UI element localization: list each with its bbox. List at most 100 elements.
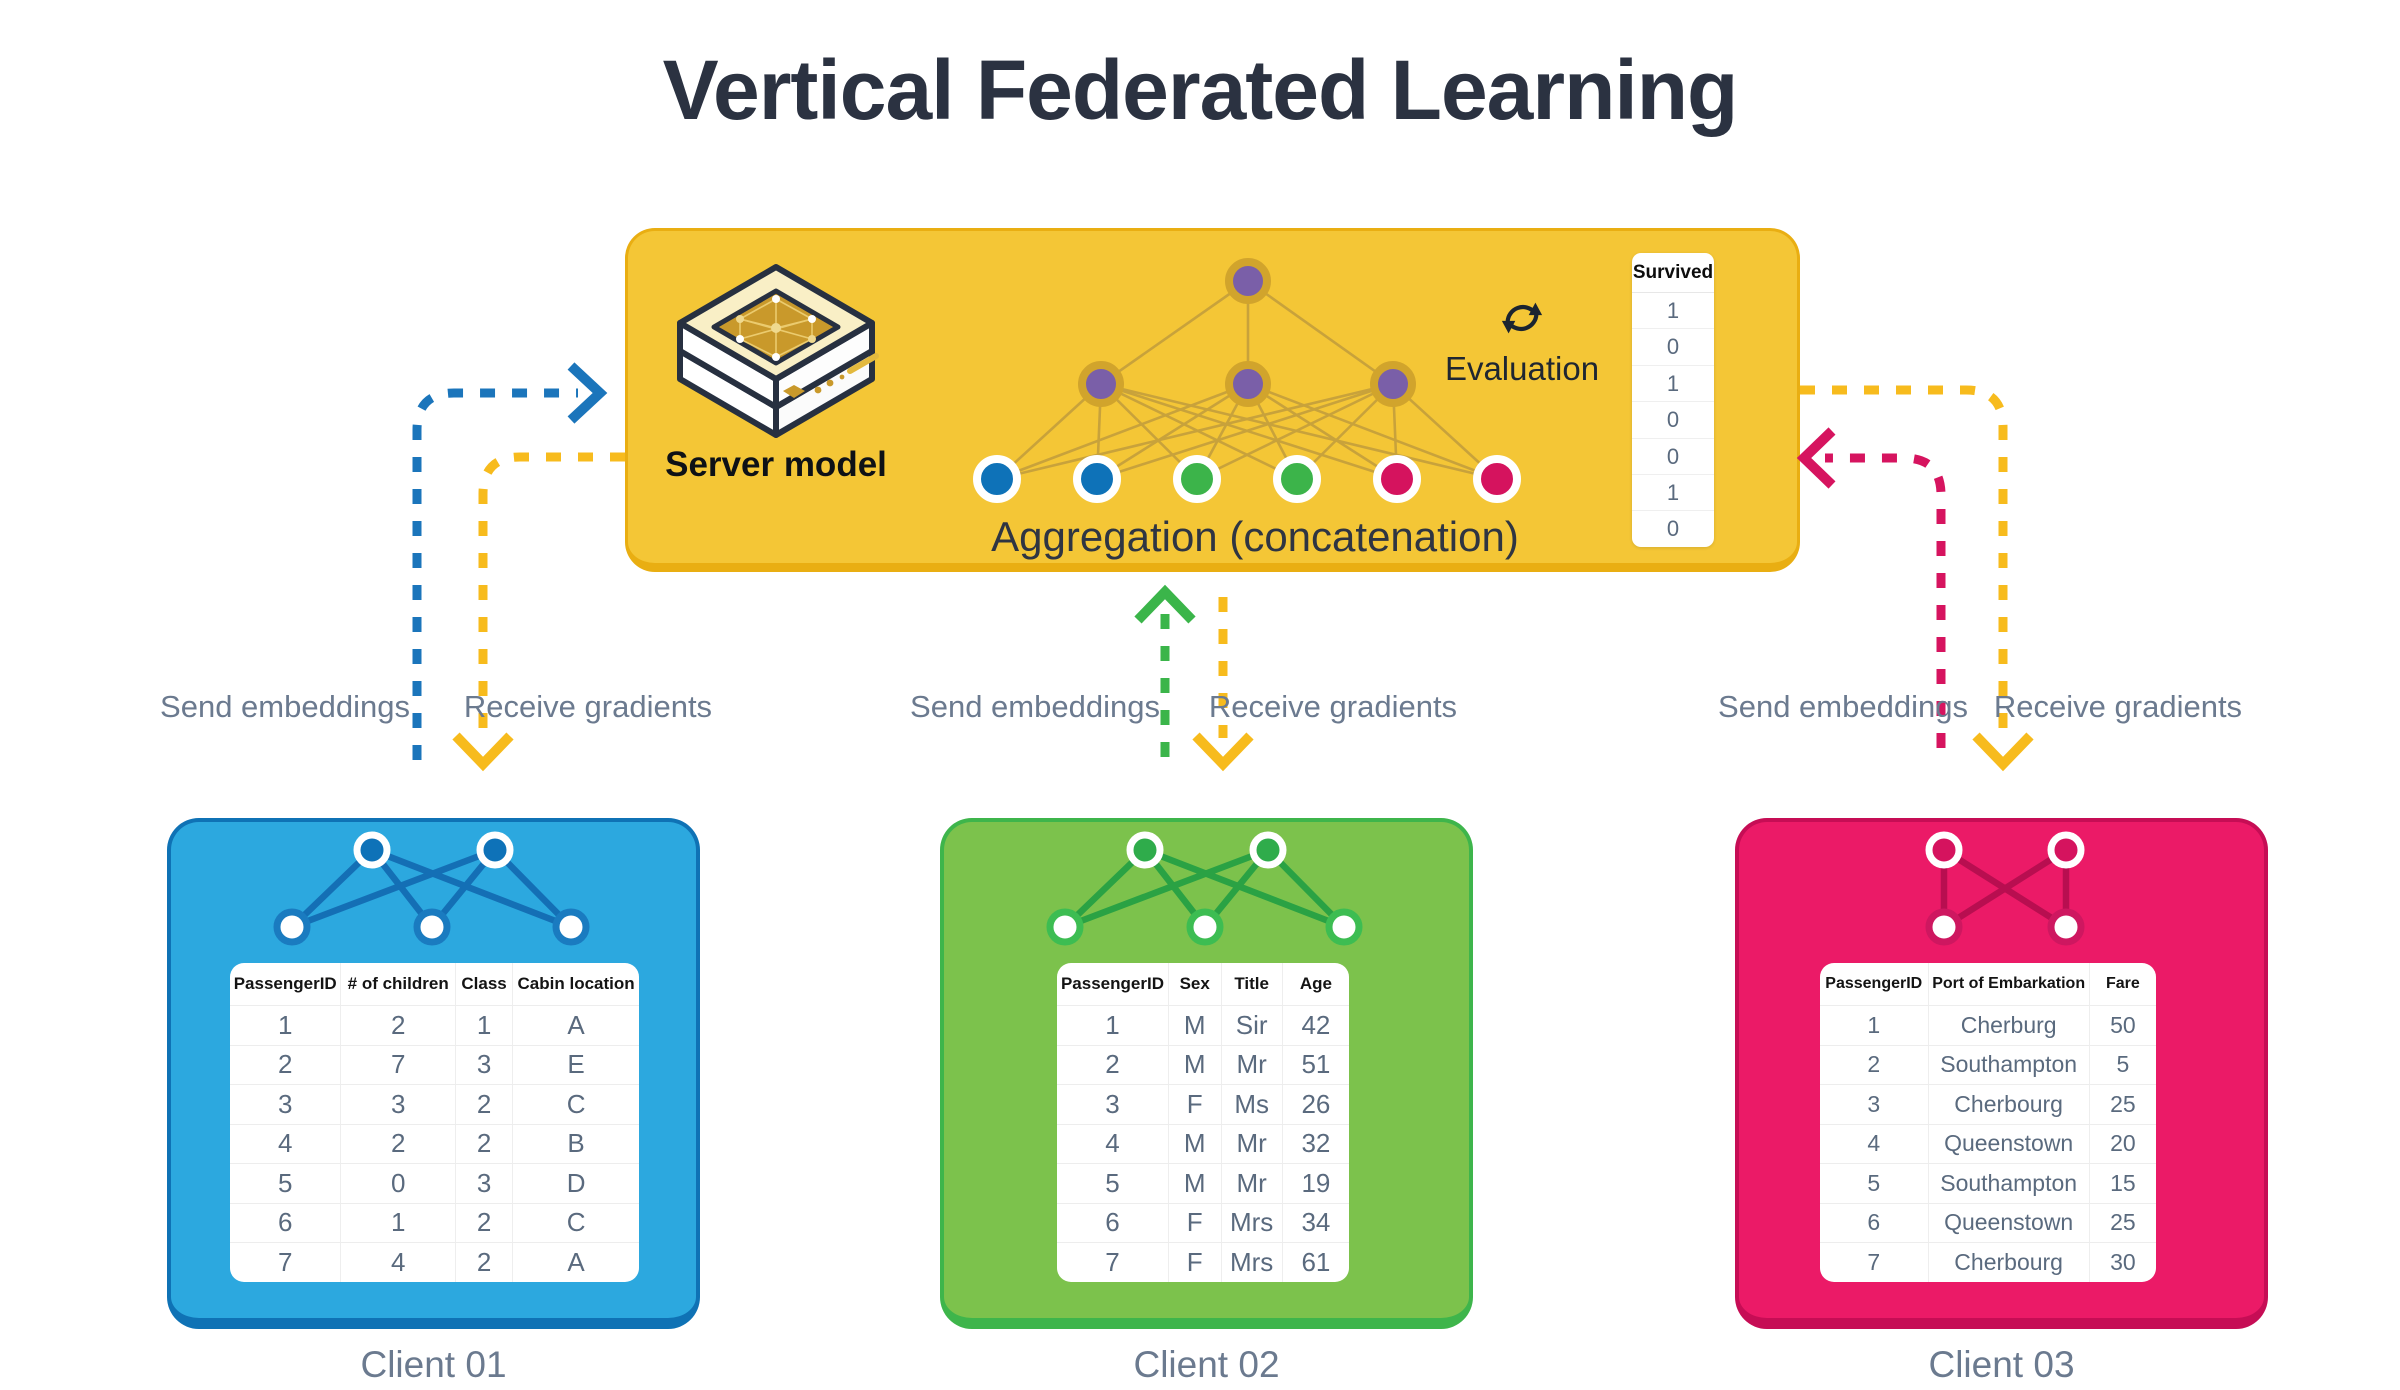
table-cell: 7 (1057, 1242, 1168, 1282)
table-header-cell: # of children (340, 963, 455, 1005)
survived-value-cell: 1 (1632, 293, 1714, 330)
receive-gradients-arrowhead-client-03 (1972, 732, 2034, 772)
table-cell: 34 (1281, 1202, 1349, 1242)
receive-gradients-label-client-02: Receive gradients (1208, 689, 1458, 724)
server-model-label: Server model (665, 445, 887, 484)
table-cell: F (1167, 1202, 1221, 1242)
table-cell: F (1167, 1084, 1221, 1124)
table-cell: Mr (1220, 1163, 1282, 1203)
table-cell: 7 (230, 1242, 341, 1282)
table-cell: C (512, 1084, 639, 1124)
page-title: Vertical Federated Learning (662, 43, 1739, 137)
table-header-cell: Title (1220, 963, 1282, 1005)
table-header-cell: Fare (2088, 963, 2156, 1005)
table-cell: Ms (1220, 1084, 1282, 1124)
table-cell: M (1167, 1005, 1221, 1045)
evaluation-block: Evaluation (1420, 295, 1624, 388)
receive-gradients-label-client-03: Receive gradients (1993, 689, 2243, 724)
table-cell: 1 (1820, 1005, 1928, 1045)
table-cell: 1 (230, 1005, 341, 1045)
survived-value-cell: 0 (1666, 516, 1680, 542)
aggregation-label: Aggregation (concatenation) (991, 513, 1519, 560)
evaluation-label: Evaluation (1444, 350, 1600, 387)
table-cell: 7 (340, 1044, 455, 1084)
table-header-cell: Cabin location (512, 963, 639, 1005)
send-embeddings-label-client-01: Send embeddings (160, 689, 410, 724)
table-header-cell: PassengerID (1060, 974, 1164, 993)
table-cell: 4 (1820, 1123, 1928, 1164)
table-cell: M (1167, 1044, 1221, 1084)
survived-value-cell: 0 (1632, 402, 1714, 439)
table-cell: F (1167, 1242, 1221, 1282)
table-cell: Queenstown (1927, 1123, 2089, 1163)
table-cell: 1 (454, 1005, 513, 1045)
receive-gradients-label-client-01: Receive gradients (463, 689, 713, 724)
table-cell: 42 (1281, 1005, 1349, 1045)
table-cell: 6 (1057, 1202, 1168, 1243)
client-01-label: Client 01 (360, 1344, 507, 1385)
survived-header: Survived (1632, 253, 1714, 293)
send-embeddings-arrowhead-client-01 (567, 362, 608, 424)
table-cell: 3 (230, 1084, 341, 1124)
table-cell: Queenstown (1927, 1202, 2089, 1242)
table-cell: 2 (1057, 1044, 1168, 1085)
table-cell: 2 (230, 1044, 341, 1085)
table-header-cell: PassengerID (1825, 975, 1923, 992)
table-cell: 4 (340, 1242, 455, 1282)
table-cell: 5 (1057, 1163, 1168, 1203)
table-cell: A (512, 1005, 639, 1045)
table-cell: Mr (1220, 1044, 1282, 1084)
table-cell: 30 (2088, 1242, 2156, 1282)
table-cell: B (512, 1123, 639, 1163)
table-cell: M (1167, 1123, 1221, 1163)
table-cell: Mr (1220, 1123, 1282, 1163)
table-header-cell: Class (454, 963, 512, 1005)
table-cell: 2 (454, 1084, 513, 1124)
survived-value-cell: 0 (1632, 329, 1714, 366)
survived-value-cell: 1 (1632, 475, 1714, 512)
table-cell: 4 (230, 1123, 341, 1164)
table-cell: 26 (1281, 1084, 1349, 1124)
client-02-label: Client 02 (1133, 1344, 1280, 1385)
table-cell: 7 (1820, 1242, 1928, 1282)
table-cell: Southampton (1927, 1163, 2089, 1203)
table-cell: 5 (230, 1163, 341, 1203)
table-cell: 61 (1281, 1242, 1349, 1282)
table-header-cell: Sex (1167, 963, 1221, 1005)
server-embedding-nodes (973, 455, 1521, 503)
table-cell: 2 (454, 1123, 513, 1163)
table-cell: 2 (340, 1005, 455, 1045)
table-cell: 51 (1281, 1044, 1349, 1084)
table-header-cell: Age (1281, 963, 1349, 1005)
table-cell: Southampton (1927, 1044, 2089, 1084)
client-01-network (273, 831, 590, 946)
send-embeddings-label-client-03: Send embeddings (1718, 689, 1968, 724)
client-03-label: Client 03 (1928, 1344, 2075, 1385)
table-cell: 20 (2088, 1123, 2156, 1163)
table-cell: Mrs (1220, 1242, 1282, 1282)
table-cell: 6 (230, 1202, 341, 1243)
send-embeddings-arrowhead-client-03 (1796, 427, 1836, 489)
receive-gradients-arrowhead-client-02 (1192, 732, 1254, 772)
server-hidden-nodes (1078, 258, 1416, 407)
